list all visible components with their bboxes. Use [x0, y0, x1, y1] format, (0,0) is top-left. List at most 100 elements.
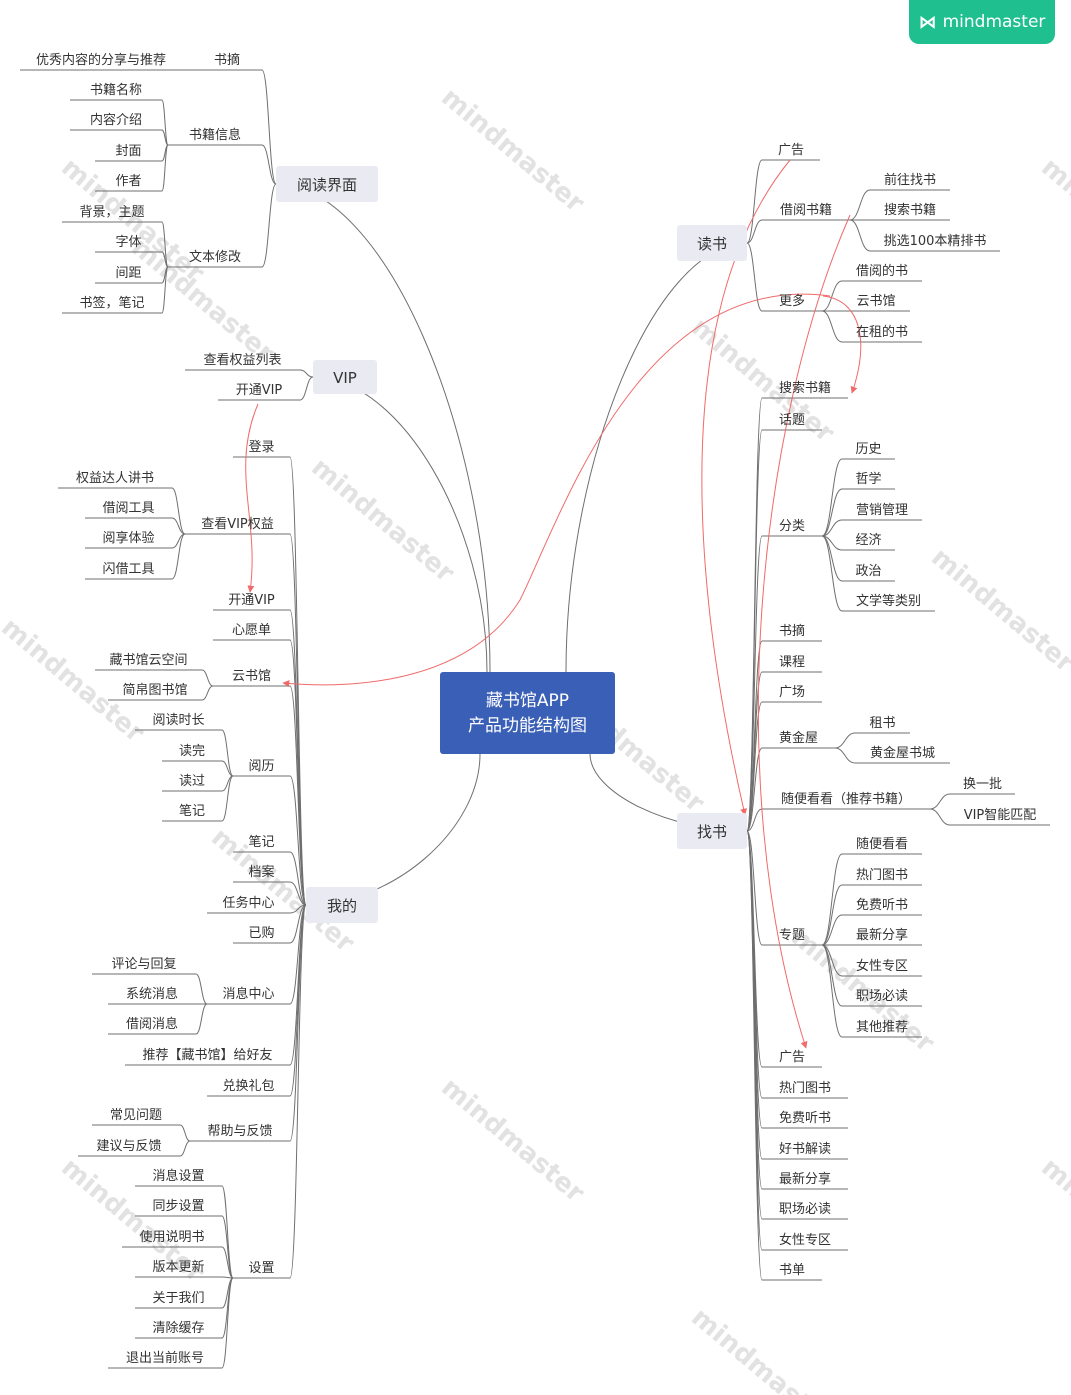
topic-label[interactable]: 已购 [248, 925, 274, 941]
topic-label[interactable]: 书籍名称 [90, 82, 142, 98]
topic-label[interactable]: 政治 [855, 564, 881, 579]
topic-label[interactable]: 建议与反馈 [96, 1139, 161, 1154]
topic-label[interactable]: 热门图书 [779, 1081, 831, 1096]
topic-label[interactable]: 借阅书籍 [780, 202, 832, 218]
topic-label[interactable]: 随便看看 [856, 836, 908, 852]
topic-label[interactable]: 搜索书籍 [884, 202, 936, 218]
topic-label[interactable]: 在租的书 [856, 324, 908, 340]
topic-label[interactable]: 广场 [779, 685, 805, 700]
topic-label[interactable]: 云书馆 [856, 294, 895, 309]
topic-label[interactable]: 清除缓存 [152, 1321, 204, 1336]
topic-label[interactable]: 热门图书 [856, 868, 908, 883]
topic-label[interactable]: 课程 [779, 655, 805, 670]
topic-label[interactable]: 系统消息 [126, 986, 178, 1002]
main-topic-3[interactable] [677, 225, 747, 261]
topic-label[interactable]: 简帛图书馆 [122, 682, 187, 698]
topic-label[interactable]: 常见问题 [110, 1108, 162, 1123]
topic-label[interactable]: 档案 [248, 865, 274, 880]
topic-label[interactable]: 读完 [179, 744, 205, 759]
topic-label[interactable]: 借阅消息 [126, 1016, 178, 1032]
topic-label[interactable]: 免费听书 [779, 1111, 831, 1126]
topic-label[interactable]: 书摘 [779, 623, 805, 639]
topic-label[interactable]: 设置 [248, 1261, 274, 1276]
topic-label[interactable]: 历史 [855, 442, 881, 457]
topic-label[interactable]: 使用说明书 [139, 1229, 204, 1245]
topic-label[interactable]: 最新分享 [779, 1171, 831, 1187]
topic-label[interactable]: 书摘 [214, 52, 240, 68]
topic-label[interactable]: 藏书馆云空间 [109, 653, 187, 668]
topic-label[interactable]: 女性专区 [779, 1232, 831, 1248]
topic-label[interactable]: 封面 [115, 144, 141, 159]
topic-label[interactable]: 背景，主题 [79, 205, 144, 220]
topic-label[interactable]: 退出当前账号 [126, 1350, 204, 1366]
topic-label[interactable]: 读过 [179, 774, 205, 789]
topic-label[interactable]: 借阅的书 [856, 263, 908, 279]
topic-label[interactable]: 云书馆 [232, 669, 271, 684]
topic-label[interactable]: 笔记 [248, 834, 274, 850]
topic-label[interactable]: 黄金屋书城 [870, 745, 935, 761]
topic-label[interactable]: 专题 [779, 928, 805, 943]
topic-label[interactable]: 随便看看（推荐书籍） [781, 791, 911, 807]
topic-label[interactable]: 文本修改 [189, 250, 241, 265]
topic-label[interactable]: 心愿单 [232, 623, 271, 638]
topic-label[interactable]: 营销管理 [856, 503, 908, 518]
topic-label[interactable]: 经济 [855, 533, 881, 548]
topic-label[interactable]: 优秀内容的分享与推荐 [36, 52, 166, 68]
main-topic-4[interactable] [677, 813, 747, 849]
topic-label[interactable]: 关于我们 [152, 1291, 204, 1306]
topic-label[interactable]: 书籍信息 [189, 127, 241, 143]
topic-label[interactable]: 开通VIP [236, 383, 283, 398]
topic-label[interactable]: 间距 [115, 266, 141, 281]
topic-label[interactable]: 换一批 [963, 777, 1002, 792]
topic-label[interactable]: 推荐【藏书馆】给好友 [142, 1047, 272, 1063]
topic-label[interactable]: 评论与回复 [111, 957, 176, 972]
topic-label[interactable]: 查看VIP权益 [201, 516, 274, 532]
topic-label[interactable]: 兑换礼包 [222, 1078, 274, 1094]
topic-label[interactable]: 分类 [779, 519, 805, 534]
topic-label[interactable]: 任务中心 [222, 895, 274, 911]
topic-label[interactable]: 笔记 [179, 803, 205, 819]
topic-label[interactable]: 内容介绍 [90, 112, 142, 128]
topic-label[interactable]: 消息设置 [152, 1168, 204, 1184]
topic-label[interactable]: VIP智能匹配 [964, 808, 1037, 823]
topic-label[interactable]: 开通VIP [228, 593, 275, 608]
topic-label[interactable]: 作者 [115, 174, 141, 189]
topic-label[interactable]: 更多 [779, 293, 805, 309]
topic-label[interactable]: 广告 [779, 1050, 805, 1065]
topic-label[interactable]: 黄金屋 [779, 730, 818, 746]
main-topic-0[interactable] [276, 166, 378, 202]
topic-label[interactable]: 职场必读 [779, 1202, 831, 1217]
topic-label[interactable]: 前往找书 [884, 172, 936, 188]
topic-label[interactable]: 借阅工具 [102, 501, 154, 516]
topic-label[interactable]: 租书 [869, 716, 895, 731]
topic-label[interactable]: 女性专区 [856, 958, 908, 974]
topic-label[interactable]: 权益达人讲书 [76, 470, 154, 486]
topic-label[interactable]: 广告 [778, 143, 804, 158]
topic-label[interactable]: 免费听书 [856, 898, 908, 913]
topic-label[interactable]: 搜索书籍 [779, 380, 831, 396]
topic-label[interactable]: 查看权益列表 [203, 352, 281, 368]
topic-label[interactable]: 阅享体验 [102, 530, 154, 546]
topic-label[interactable]: 阅读时长 [152, 713, 204, 728]
topic-label[interactable]: 登录 [248, 440, 274, 455]
topic-label[interactable]: 哲学 [855, 471, 881, 487]
topic-label[interactable]: 书单 [779, 1263, 805, 1278]
central-topic[interactable] [440, 672, 615, 754]
topic-label[interactable]: 话题 [779, 413, 805, 428]
main-topic-2[interactable] [306, 887, 378, 923]
topic-label[interactable]: 阅历 [248, 759, 274, 774]
topic-label[interactable]: 字体 [115, 235, 141, 250]
topic-label[interactable]: 消息中心 [222, 986, 274, 1002]
topic-label[interactable]: 文学等类别 [856, 593, 921, 609]
main-topic-1[interactable] [313, 360, 377, 394]
topic-label[interactable]: 帮助与反馈 [207, 1124, 272, 1139]
topic-label[interactable]: 闪借工具 [102, 562, 154, 577]
topic-label[interactable]: 挑选100本精排书 [884, 234, 987, 249]
mindmaster-badge[interactable]: ⋈ mindmaster [909, 0, 1055, 44]
topic-label[interactable]: 同步设置 [152, 1199, 204, 1214]
topic-label[interactable]: 版本更新 [152, 1259, 204, 1275]
topic-label[interactable]: 好书解读 [779, 1142, 831, 1157]
topic-label[interactable]: 其他推荐 [856, 1020, 908, 1035]
topic-label[interactable]: 最新分享 [856, 927, 908, 943]
topic-label[interactable]: 职场必读 [856, 989, 908, 1004]
